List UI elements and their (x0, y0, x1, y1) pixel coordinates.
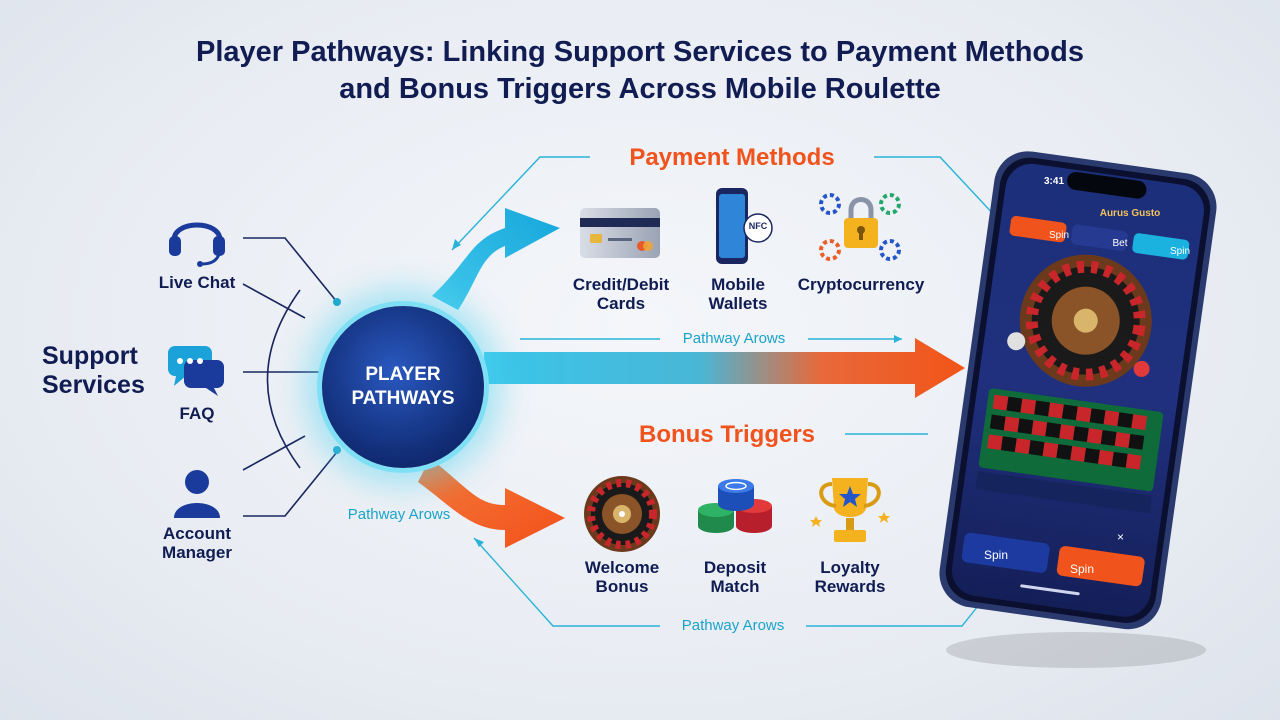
phone-spin-button-right[interactable]: Spin (1069, 562, 1095, 576)
payment-item-mobile-wallets[interactable]: Mobile Wallets (684, 275, 792, 313)
smartphone-icon (716, 188, 773, 264)
deposit-line-2: Match (710, 577, 760, 596)
support-item-account-manager[interactable]: Account Manager (140, 524, 254, 562)
thin-arrowhead-bottom (474, 538, 484, 547)
payment-pathway-arrow (432, 208, 560, 310)
phone-tab-spin[interactable]: Spin (1048, 230, 1069, 241)
phone-spin-button-left[interactable]: Spin (983, 548, 1009, 562)
bonus-item-loyalty-rewards[interactable]: Loyalty Rewards (796, 558, 904, 596)
mobile-roulette-phone (939, 151, 1217, 668)
arrow-label-bottom: Pathway Arows (681, 617, 785, 634)
phone-status-time: 3:41 (1044, 176, 1065, 187)
crypto-lock-icon (819, 193, 901, 261)
headset-icon (169, 222, 225, 267)
nfc-badge: NFC (748, 221, 768, 231)
hub-node-top (333, 298, 341, 306)
thin-arrowhead-mid (894, 335, 902, 343)
welcome-line-2: Bonus (595, 577, 649, 596)
bonus-item-deposit-match[interactable]: Deposit Match (680, 558, 790, 596)
phone-close-icon[interactable]: × (1117, 530, 1125, 544)
loyalty-line-1: Loyalty (820, 558, 880, 577)
credit-card-icon (580, 208, 660, 258)
support-title-line-2: Services (42, 371, 145, 399)
phone-tab-spin-2[interactable]: Spin (1169, 246, 1190, 257)
page-title: Player Pathways: Linking Support Service… (0, 34, 1280, 108)
hub-node-bottom (333, 446, 341, 454)
account-manager-line-2: Manager (162, 543, 232, 562)
arrow-label-left: Pathway Arows (347, 506, 451, 523)
welcome-line-1: Welcome (584, 558, 660, 577)
roulette-wheel-icon (584, 476, 660, 552)
chat-bubbles-icon (168, 346, 224, 396)
wallets-line-2: Wallets (708, 294, 768, 313)
arrow-label-top: Pathway Arows (682, 330, 786, 347)
support-item-live-chat[interactable]: Live Chat (158, 273, 236, 292)
support-title-line-1: Support (42, 342, 138, 370)
phone-app-name: Aurus Gusto (1099, 208, 1161, 219)
payment-item-cryptocurrency[interactable]: Cryptocurrency (797, 275, 925, 294)
bonus-item-welcome[interactable]: Welcome Bonus (562, 558, 682, 596)
title-line-2: and Bonus Triggers Across Mobile Roulett… (339, 73, 941, 105)
deposit-line-1: Deposit (703, 558, 767, 577)
loyalty-line-2: Rewards (814, 577, 886, 596)
wallets-line-1: Mobile (711, 275, 765, 294)
phone-tab-bet[interactable]: Bet (1112, 238, 1128, 249)
cards-line-2: Cards (596, 294, 646, 313)
thin-arrowhead-top (452, 239, 461, 250)
bonus-triggers-title: Bonus Triggers (638, 421, 816, 448)
title-line-1: Player Pathways: Linking Support Service… (196, 36, 1084, 68)
cards-line-1: Credit/Debit (572, 275, 670, 294)
hub-line-2: PATHWAYS (351, 388, 455, 409)
chip-stack-icon (698, 479, 772, 533)
payment-methods-title: Payment Methods (629, 144, 835, 171)
hub-line-1: PLAYER (365, 364, 441, 385)
account-manager-line-1: Account (163, 524, 231, 543)
trophy-icon (810, 478, 890, 542)
player-pathways-hub: PLAYER PATHWAYS (322, 306, 484, 468)
main-pathway-arrow (484, 338, 965, 398)
payment-item-cards[interactable]: Credit/Debit Cards (560, 275, 682, 313)
support-services-title: Support Services (42, 342, 145, 400)
person-icon (174, 470, 220, 518)
support-item-faq[interactable]: FAQ (179, 404, 215, 423)
support-connectors (242, 237, 338, 517)
bonus-pathway-arrow (418, 458, 565, 548)
